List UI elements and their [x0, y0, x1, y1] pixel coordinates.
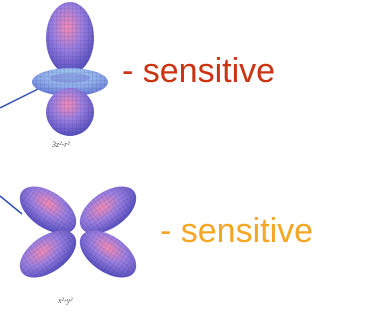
pointer-line-dz2 [0, 87, 41, 109]
dx2y2-sensitive-caption: - sensitive [160, 212, 314, 250]
dz2-sensitive-caption: - sensitive [122, 52, 276, 90]
dx2y2-orbital-icon [19, 186, 137, 278]
pointer-line-dx2y2 [0, 195, 23, 215]
dz2-orbital-icon [32, 2, 108, 136]
dx2y2-orbital-label: x²-y² [58, 296, 73, 305]
dz2-orbital-label: 3z²-r² [52, 140, 70, 149]
